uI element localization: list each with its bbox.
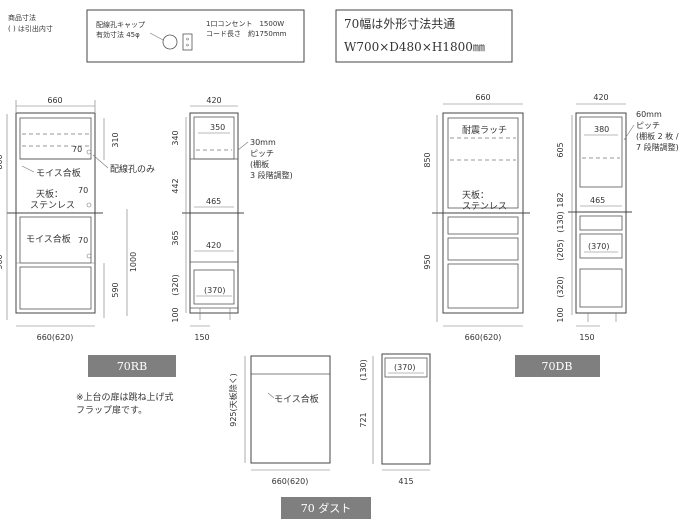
db-dim-950: 950: [423, 254, 432, 269]
db-side-dim-182: 182: [556, 192, 565, 207]
db-dim-850: 850: [423, 152, 432, 167]
rb-front-bottom-width: 660(620): [37, 333, 74, 342]
rb-dim-70-lower: 70: [78, 186, 88, 195]
dust-front-view: モイス合板 925(天板除く) 660(620): [228, 355, 331, 486]
rb-dim-310: 310: [111, 132, 120, 147]
db-side-dim-605: 605: [556, 142, 565, 157]
dust-front-bottom-width: 660(620): [272, 477, 309, 486]
rb-side-dim-150: 150: [194, 333, 209, 342]
db-pitch-line2: ピッチ: [636, 121, 660, 130]
legend-outlet-line2: コード長さ 約1750mm: [206, 29, 287, 38]
rb-label-moiss-upper: モイス合板: [36, 167, 81, 179]
dust-side-dim-130: (130): [359, 359, 368, 381]
rb-side-dim-365: 365: [171, 230, 180, 245]
db-label-tenban: 天板：: [462, 189, 489, 201]
rb-side-view: 420 350 465 420 (370) 340 442 365 (320) …: [171, 96, 293, 342]
db-front-top-width: 660: [475, 93, 490, 102]
db-label-stainless: ステンレス: [462, 201, 507, 212]
db-pitch-line1: 60mm: [636, 110, 662, 119]
spec-line1: 70幅は外形寸法共通: [344, 16, 455, 31]
db-front-view: 660 耐震ラッチ 天板： ステンレス 850 950 660(620): [423, 93, 530, 342]
dust-side-dim-370: (370): [394, 363, 416, 372]
rb-front-top-width: 660: [47, 96, 62, 105]
db-side-dim-320: (320): [556, 276, 565, 298]
rb-side-dim-340: 340: [171, 130, 180, 145]
cable-cap-icon: [162, 34, 178, 50]
dust-model-label-box: [281, 497, 371, 519]
rb-footnote-line1: ※上台の扉は跳ね上げ式: [76, 391, 174, 403]
db-label-quake: 耐震ラッチ: [462, 124, 507, 136]
db-model-label: 70DB: [542, 360, 573, 373]
rb-dim-1000: 1000: [129, 252, 138, 272]
rb-front-view: 660 モイス合板 70 配線孔のみ 天板： ステンレス 70 モイス合板 70…: [0, 96, 155, 342]
rb-dim-cut-upper: 800: [0, 154, 4, 169]
db-side-dim-370: (370): [588, 242, 610, 251]
db-model-label-box: [515, 355, 600, 377]
rb-side-dim-350: 350: [210, 123, 225, 132]
rb-label-moiss-lower: モイス合板: [26, 233, 71, 245]
db-side-dim-100: 100: [556, 307, 565, 322]
rb-side-dim-465: 465: [206, 197, 221, 206]
rb-pitch-line2: ピッチ: [250, 149, 274, 158]
dust-label-moiss: モイス合板: [274, 393, 319, 405]
rb-side-dim-370: (370): [204, 286, 226, 295]
spec-line2: W700×D480×H1800㎜: [344, 40, 485, 54]
rb-pitch-line4: 3 段階調整): [250, 170, 293, 180]
db-side-dim-150: 150: [579, 333, 594, 342]
db-side-dim-130: (130): [556, 211, 565, 233]
legend-title: 商品寸法: [8, 13, 36, 22]
rb-dim-70-upper: 70: [72, 145, 82, 154]
rb-label-hole: 配線孔のみ: [110, 163, 155, 175]
legend-outlet-line1: 1口コンセント 1500W: [206, 20, 284, 28]
rb-label-stainless: ステンレス: [30, 200, 75, 211]
db-pitch-line3: (棚板 2 枚 /: [636, 131, 679, 141]
rb-model-label-box: [88, 355, 176, 377]
db-front-bottom-width: 660(620): [465, 333, 502, 342]
rb-label-tenban: 天板：: [36, 188, 63, 200]
legend: 商品寸法 ( ) は引出内寸 配線孔キャップ 有効寸法 45φ 1口コンセント …: [8, 9, 305, 63]
db-side-dim-205: (205): [556, 239, 565, 261]
rb-side-dim-442: 442: [171, 178, 180, 193]
rb-side-dim-100: 100: [171, 307, 180, 322]
rb-side-dim-420: 420: [206, 241, 221, 250]
rb-dim-590: 590: [111, 282, 120, 297]
db-side-top-width: 420: [593, 93, 608, 102]
dust-front-height: 925(天板除く): [228, 373, 238, 427]
outlet-icon: [182, 33, 193, 51]
legend-box: [86, 9, 305, 63]
rb-pitch-line3: (棚板: [250, 159, 269, 169]
legend-cap-line1: 配線孔キャップ: [96, 20, 145, 29]
dust-side-view: (370) (130) 721 415: [359, 353, 431, 486]
rb-pitch-line1: 30mm: [250, 138, 276, 147]
dust-side-bottom-width: 415: [398, 477, 413, 486]
rb-side-top-width: 420: [206, 96, 221, 105]
rb-dim-70-lower-2: 70: [78, 236, 88, 245]
db-side-dim-465: 465: [590, 196, 605, 205]
db-pitch-line4: 7 段階調整): [636, 142, 679, 152]
db-side-view: 420 380 465 (370) 605 182 (130) (205) (3…: [556, 93, 679, 342]
rb-model-label: 70RB: [117, 360, 147, 373]
dust-model-label: 70 ダスト: [301, 501, 352, 515]
rb-side-dim-320: (320): [171, 274, 180, 296]
spec-box: 70幅は外形寸法共通 W700×D480×H1800㎜: [335, 9, 513, 63]
dust-side-dim-721: 721: [359, 412, 368, 427]
rb-footnote-line2: フラップ扉です。: [76, 404, 147, 416]
rb-dim-cut-lower: 900: [0, 254, 4, 269]
legend-note: ( ) は引出内寸: [8, 24, 53, 33]
legend-cap-line2: 有効寸法 45φ: [96, 30, 140, 39]
db-side-dim-380: 380: [594, 125, 609, 134]
